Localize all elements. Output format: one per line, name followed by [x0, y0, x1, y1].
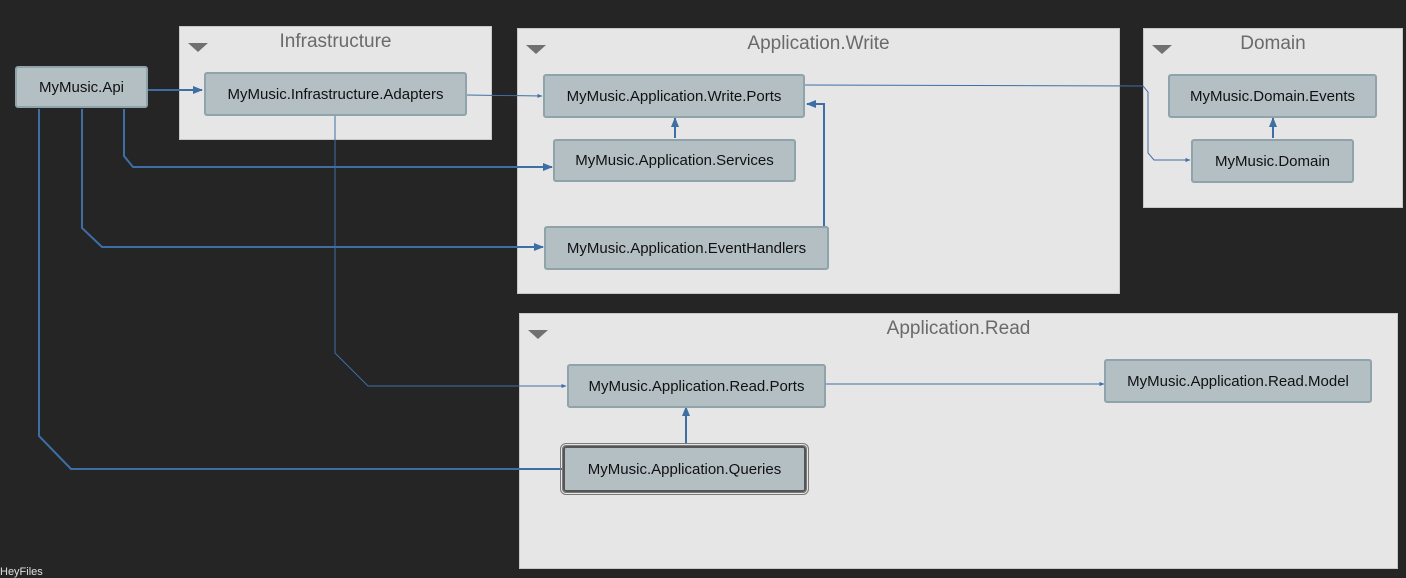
link-adapters-write-ports: [465, 93, 543, 98]
node-domain[interactable]: MyMusic.Domain: [1191, 139, 1354, 183]
collapse-icon[interactable]: [1152, 45, 1172, 54]
node-write-ports[interactable]: MyMusic.Application.Write.Ports: [543, 74, 805, 118]
link-eventhandlers-write-ports: [806, 100, 825, 226]
node-event-handlers[interactable]: MyMusic.Application.EventHandlers: [544, 226, 829, 270]
group-title: Infrastructure: [279, 31, 392, 52]
group-title: Application.Read: [886, 318, 1031, 339]
link-adapters-read-ports: [334, 116, 567, 388]
node-domain-events[interactable]: MyMusic.Domain.Events: [1168, 74, 1377, 118]
group-title: Application.Write: [747, 33, 890, 54]
link-api-queries: [38, 109, 563, 470]
node-infrastructure-adapters[interactable]: MyMusic.Infrastructure.Adapters: [204, 72, 467, 116]
collapse-icon[interactable]: [526, 45, 546, 54]
node-queries[interactable]: MyMusic.Application.Queries: [560, 443, 809, 495]
group-application-read: Application.Read: [519, 313, 1398, 569]
link-api-eventhandlers: [81, 109, 544, 251]
link-api-services: [123, 109, 553, 171]
node-read-ports[interactable]: MyMusic.Application.Read.Ports: [567, 364, 826, 408]
node-read-model[interactable]: MyMusic.Application.Read.Model: [1104, 359, 1372, 403]
collapse-icon[interactable]: [528, 330, 548, 339]
collapse-icon[interactable]: [188, 43, 208, 52]
node-api[interactable]: MyMusic.Api: [15, 66, 148, 108]
footer-label: HeyFiles: [0, 566, 43, 578]
link-write-ports-domain: [804, 84, 1191, 162]
node-services[interactable]: MyMusic.Application.Services: [553, 139, 796, 182]
group-title: Domain: [1240, 33, 1306, 54]
